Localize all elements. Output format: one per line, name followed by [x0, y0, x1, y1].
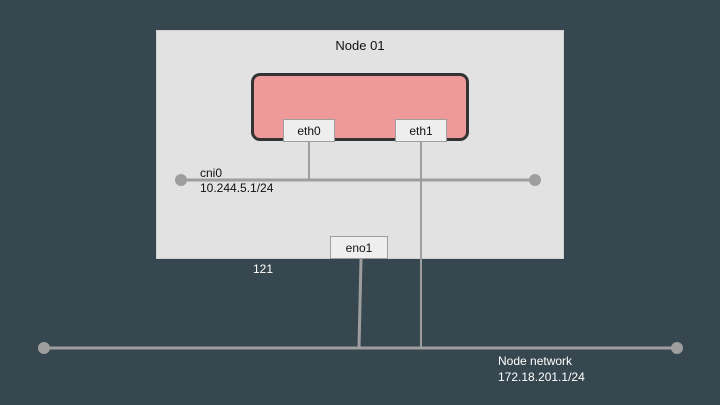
cni0-endpoint-left: [175, 174, 187, 186]
node-box: [156, 30, 564, 259]
eno1-to-node-network-link: [357, 258, 363, 349]
marker-label: 121: [253, 262, 274, 276]
cni0-cidr: 10.244.5.1/24: [200, 181, 274, 195]
node-network-endpoint-right: [671, 342, 683, 354]
node-title: Node 01: [335, 38, 385, 53]
cni0-endpoint-right: [529, 174, 541, 186]
node-network-endpoint-left: [38, 342, 50, 354]
cni0-label: cni0: [200, 166, 223, 180]
node-network-label: Node network: [498, 354, 573, 368]
eth0-interface: eth0: [283, 119, 335, 142]
eno1-interface: eno1: [330, 236, 388, 259]
node-network-cidr: 172.18.201.1/24: [498, 370, 585, 384]
eth1-interface: eth1: [395, 119, 447, 142]
